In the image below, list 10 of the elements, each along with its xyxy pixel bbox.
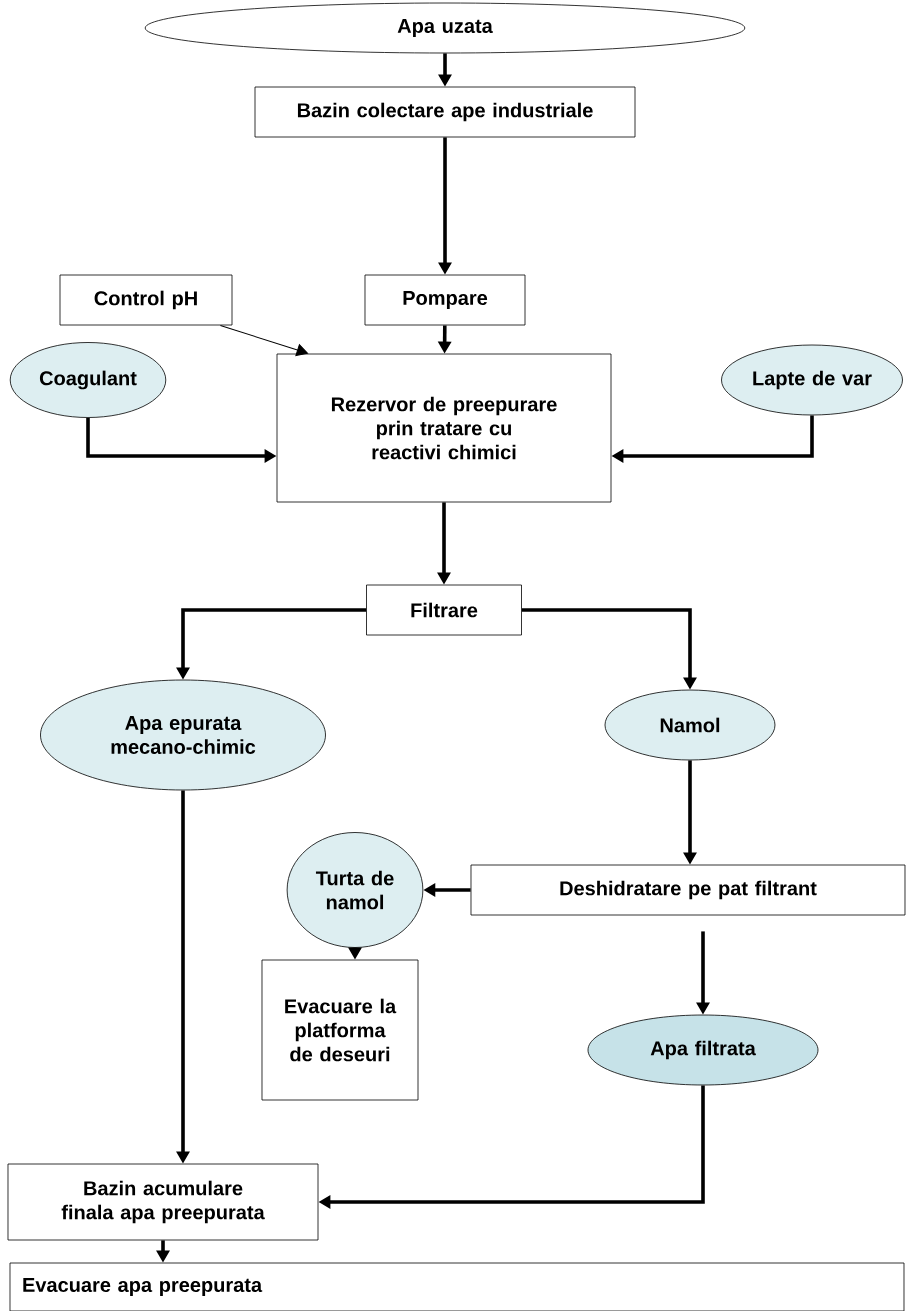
arrow <box>219 324 309 357</box>
process-box: Deshidratare pe pat filtrant <box>470 864 906 916</box>
process-box: Control pH <box>59 274 233 326</box>
process-box: Pompare <box>364 274 526 326</box>
process-box: Evacuare apa preepurata <box>9 1262 905 1311</box>
process-box: Bazin acumulare finala apa preepurata <box>7 1163 319 1241</box>
process-box: Filtrare <box>366 584 522 636</box>
process-box: Rezervor de preepurare prin tratare cu reactivi chimici <box>276 353 612 503</box>
process-box: Bazin colectare ape industriale <box>254 86 636 138</box>
process-box: Evacuare la platforma de deseuri <box>261 959 419 1101</box>
